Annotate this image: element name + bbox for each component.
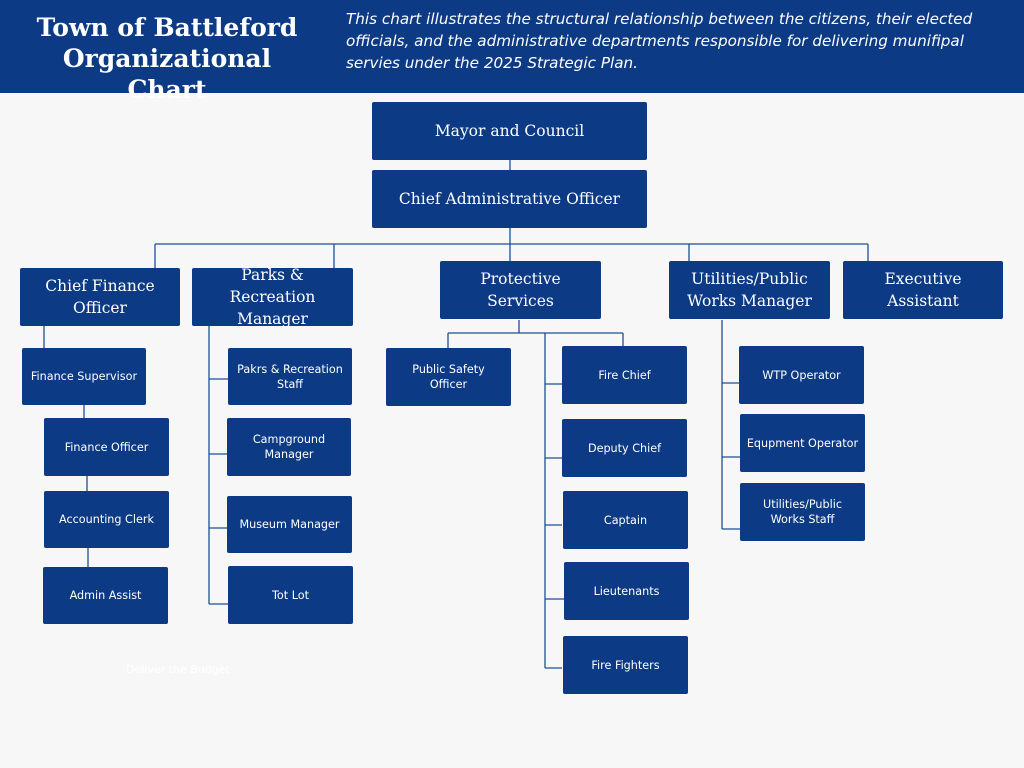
node-campground-manager: Campground Manager xyxy=(227,418,351,476)
node-chief-finance-officer: Chief Finance Officer xyxy=(20,268,180,326)
node-chief-administrative-officer: Chief Administrative Officer xyxy=(372,170,647,228)
chart-description: This chart illustrates the structural re… xyxy=(346,10,973,72)
header-banner: Town of Battleford Organizational Chart … xyxy=(0,0,1024,104)
node-museum-manager: Museum Manager xyxy=(227,496,352,553)
node-protective-services: Protective Services xyxy=(440,261,601,319)
title-line-2: Organizational Chart xyxy=(62,44,272,104)
node-wtp-operator: WTP Operator xyxy=(739,346,864,404)
node-tot-lot: Tot Lot xyxy=(228,566,353,624)
node-lieutenants: Lieutenants xyxy=(564,562,689,620)
node-executive-assistant: Executive Assistant xyxy=(843,261,1003,319)
node-mayor-council: Mayor and Council xyxy=(372,102,647,160)
node-accounting-clerk: Accounting Clerk xyxy=(44,491,169,548)
page-title: Town of Battleford Organizational Chart xyxy=(22,12,312,105)
node-utilities-public-works-manager: Utilities/Public Works Manager xyxy=(669,261,830,319)
node-fire-chief: Fire Chief xyxy=(562,346,687,404)
node-parks-recreation-manager: Parks & Recreation Manager xyxy=(192,266,353,328)
faint-note: Deliver the Budget xyxy=(126,663,230,676)
node-public-safety-officer: Public Safety Officer xyxy=(386,348,511,406)
node-utilities-public-works-staff: Utilities/Public Works Staff xyxy=(740,483,865,541)
node-equipment-operator: Equpment Operator xyxy=(740,414,865,472)
node-finance-officer: Finance Officer xyxy=(44,418,169,476)
node-parks-recreation-staff: Pakrs & Recreation Staff xyxy=(228,348,352,405)
node-deputy-chief: Deputy Chief xyxy=(562,419,687,477)
title-line-1: Town of Battleford xyxy=(36,13,298,42)
node-admin-assist: Admin Assist xyxy=(43,567,168,624)
node-captain: Captain xyxy=(563,491,688,549)
node-fire-fighters: Fire Fighters xyxy=(563,636,688,694)
node-finance-supervisor: Finance Supervisor xyxy=(22,348,146,405)
